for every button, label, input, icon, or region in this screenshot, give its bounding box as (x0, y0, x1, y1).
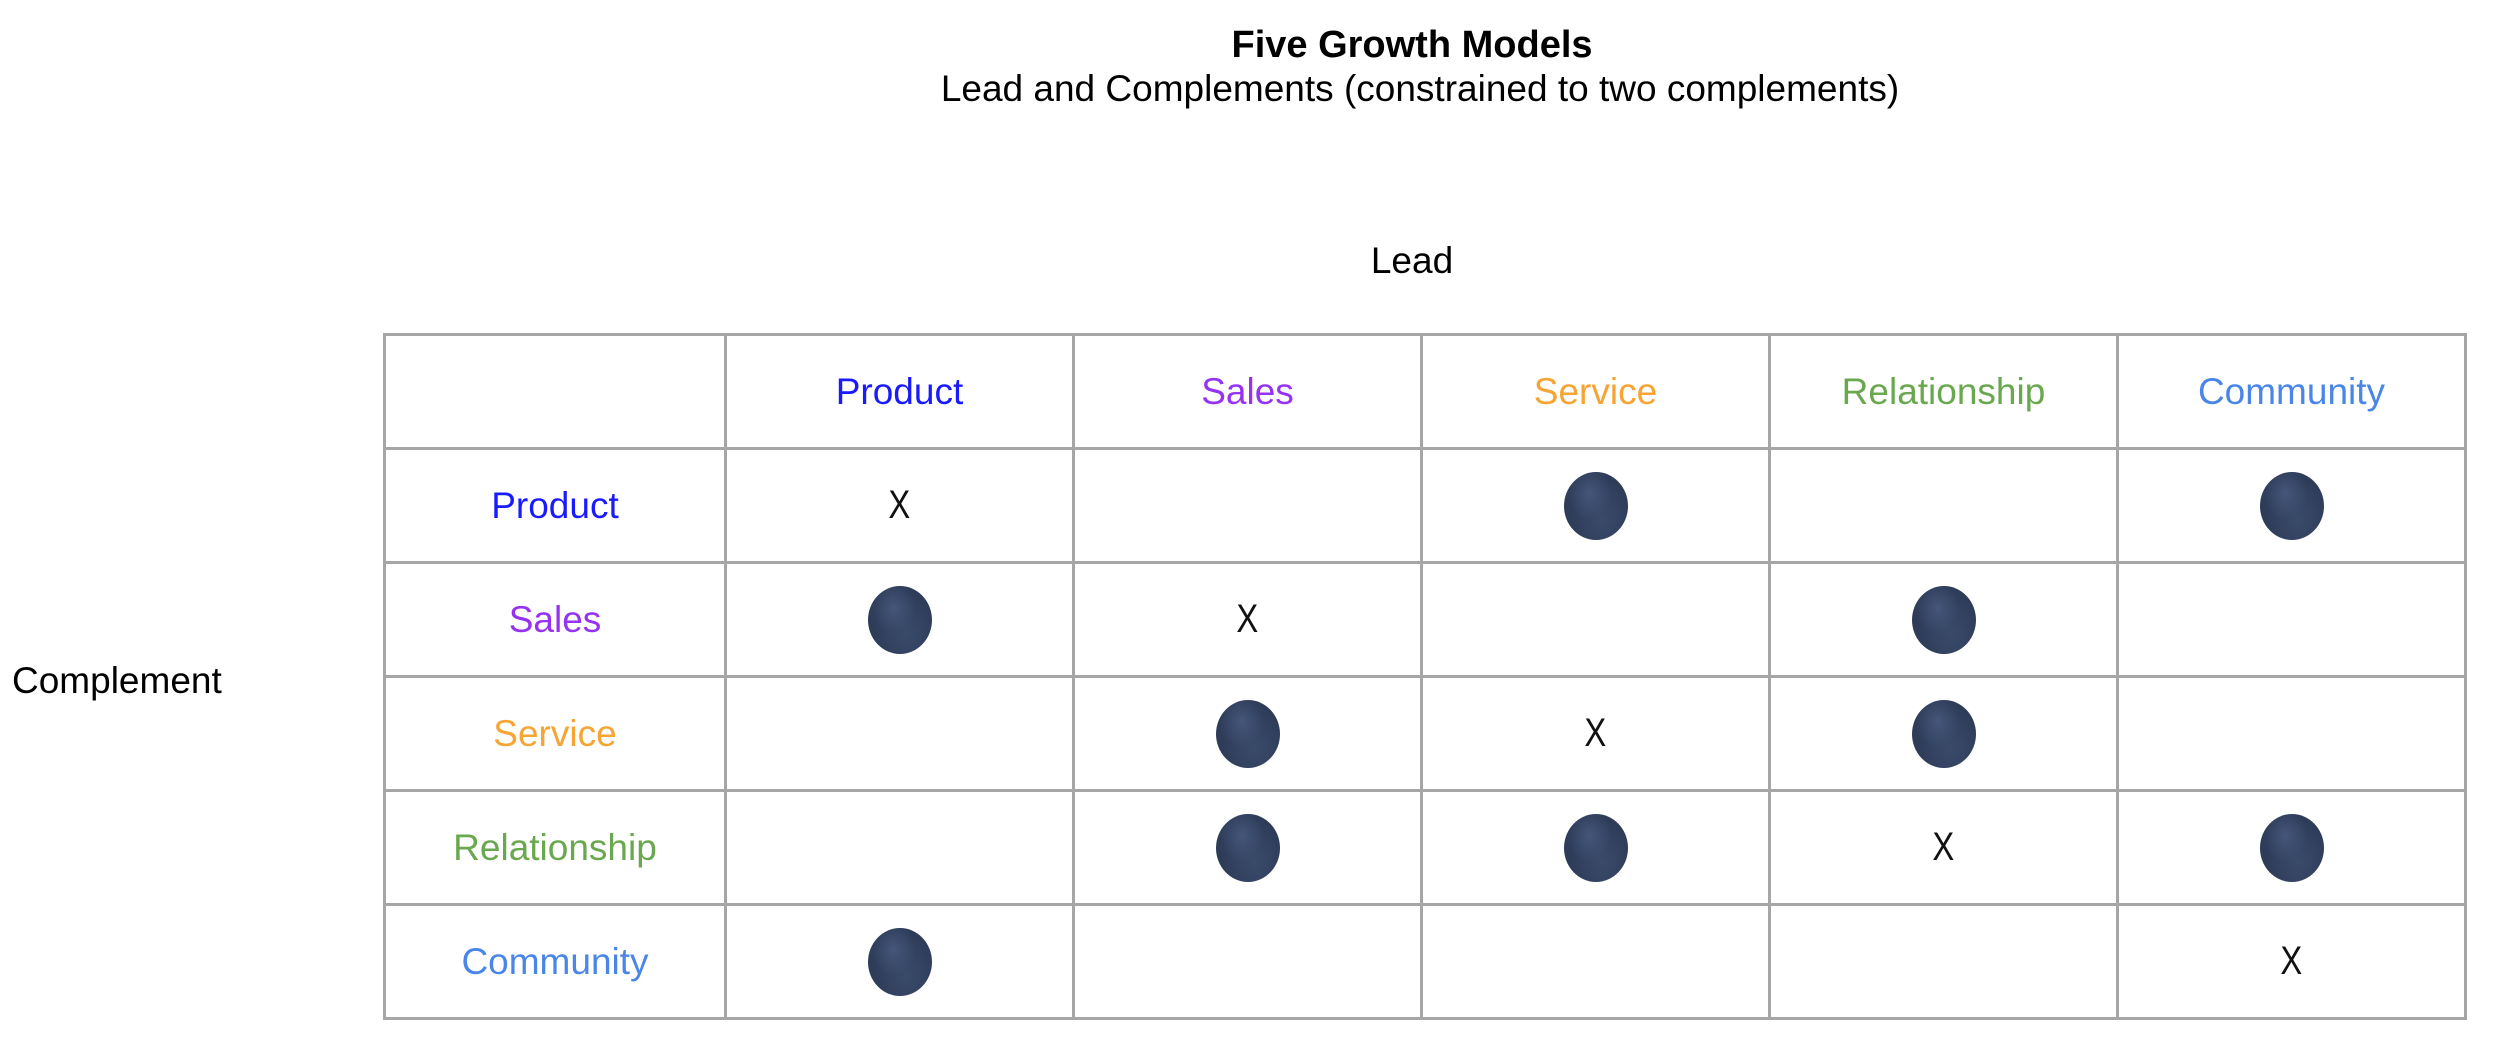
cell-relationship-relationship: X (1768, 789, 2119, 906)
complement-dot-icon (2259, 471, 2324, 540)
cell-product-sales (1072, 447, 1423, 564)
cell-community-product (724, 903, 1075, 1020)
cell-sales-sales: X (1072, 561, 1423, 678)
lead-axis-label: Lead (1370, 240, 1454, 281)
cell-service-community (2116, 675, 2467, 792)
matrix-corner-cell (383, 333, 727, 450)
cell-service-service: X (1420, 675, 1771, 792)
cell-service-product (724, 675, 1075, 792)
complement-dot-icon (1215, 699, 1280, 768)
complement-dot-icon (1911, 585, 1976, 654)
page-subtitle: Lead and Complements (constrained to two… (940, 68, 1900, 109)
cell-product-service (1420, 447, 1771, 564)
matrix-row-sales: Sales X (383, 561, 2467, 678)
row-header-service: Service (383, 675, 727, 792)
self-x-mark: X (2280, 939, 2303, 983)
complement-dot-icon (867, 927, 932, 996)
column-header-sales: Sales (1072, 333, 1423, 450)
cell-product-community (2116, 447, 2467, 564)
cell-sales-product (724, 561, 1075, 678)
column-header-product: Product (724, 333, 1075, 450)
row-header-relationship: Relationship (383, 789, 727, 906)
row-header-product: Product (383, 447, 727, 564)
matrix-row-relationship: Relationship X (383, 789, 2467, 906)
column-header-service: Service (1420, 333, 1771, 450)
cell-community-sales (1072, 903, 1423, 1020)
complement-dot-icon (867, 585, 932, 654)
column-header-community: Community (2116, 333, 2467, 450)
complement-dot-icon (2259, 813, 2324, 882)
matrix-row-community: Community X (383, 903, 2467, 1020)
self-x-mark: X (1584, 711, 1607, 755)
cell-sales-relationship (1768, 561, 2119, 678)
cell-community-service (1420, 903, 1771, 1020)
row-header-sales: Sales (383, 561, 727, 678)
row-header-community: Community (383, 903, 727, 1020)
complement-axis-label: Complement (12, 660, 222, 701)
cell-sales-service (1420, 561, 1771, 678)
cell-service-relationship (1768, 675, 2119, 792)
self-x-mark: X (888, 483, 911, 527)
cell-relationship-sales (1072, 789, 1423, 906)
self-x-mark: X (1932, 825, 1955, 869)
complement-dot-icon (1215, 813, 1280, 882)
complement-dot-icon (1563, 471, 1628, 540)
cell-community-relationship (1768, 903, 2119, 1020)
cell-relationship-service (1420, 789, 1771, 906)
self-x-mark: X (1236, 597, 1259, 641)
matrix-row-product: Product X (383, 447, 2467, 564)
page-title: Five Growth Models (1231, 24, 1593, 66)
cell-product-product: X (724, 447, 1075, 564)
column-header-relationship: Relationship (1768, 333, 2119, 450)
cell-sales-community (2116, 561, 2467, 678)
complement-dot-icon (1563, 813, 1628, 882)
matrix-row-service: Service X (383, 675, 2467, 792)
cell-relationship-community (2116, 789, 2467, 906)
cell-community-community: X (2116, 903, 2467, 1020)
complement-dot-icon (1911, 699, 1976, 768)
cell-product-relationship (1768, 447, 2119, 564)
cell-relationship-product (724, 789, 1075, 906)
cell-service-sales (1072, 675, 1423, 792)
